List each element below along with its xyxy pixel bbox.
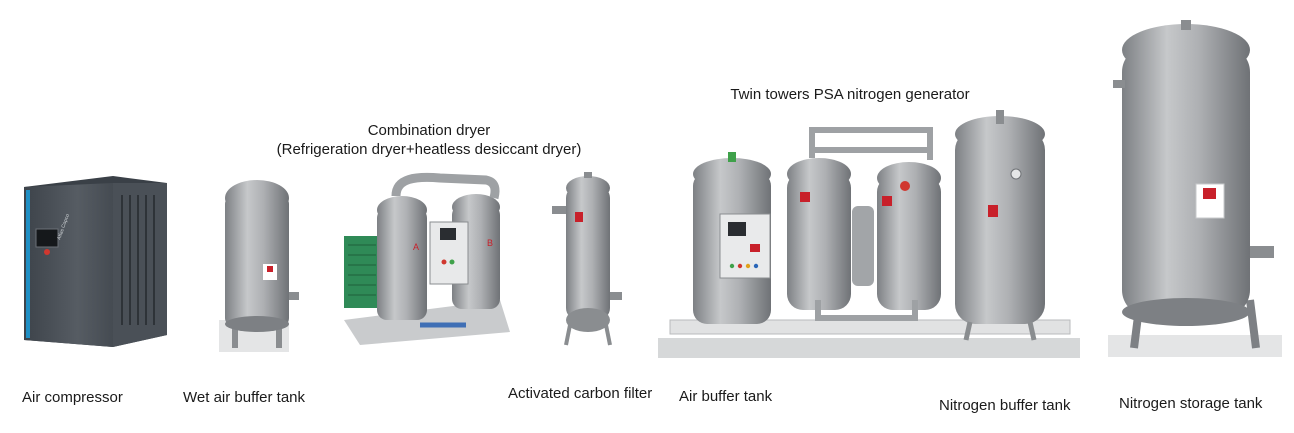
nitrogen-storage-tank (1108, 20, 1282, 357)
label-air-buffer-tank: Air buffer tank (679, 388, 773, 405)
combination-dryer-title-line1: Combination dryer (367, 122, 491, 139)
combination-dryer: A B (344, 172, 510, 345)
psa-generator-title: Twin towers PSA nitrogen generator (730, 86, 970, 103)
dryer-tower-b-label: B (487, 238, 493, 248)
nitrogen-buffer-tank-vessel (955, 110, 1045, 341)
combination-dryer-title-line2: (Refrigeration dryer+heatless desiccant … (276, 141, 582, 158)
label-air-compressor: Air compressor (22, 389, 123, 406)
dryer-tower-a-label: A (413, 242, 419, 252)
label-wet-air-buffer-tank: Wet air buffer tank (183, 389, 306, 406)
air-compressor: Atlas Copco (24, 176, 167, 347)
activated-carbon-filter (552, 172, 622, 346)
label-nitrogen-buffer-tank: Nitrogen buffer tank (939, 397, 1071, 414)
combination-dryer-title: Combination dryer (Refrigeration dryer+h… (248, 121, 610, 159)
wet-air-buffer-tank (219, 180, 299, 352)
psa-nitrogen-generator (658, 110, 1080, 358)
label-nitrogen-storage-tank: Nitrogen storage tank (1119, 395, 1263, 412)
label-activated-carbon-filter: Activated carbon filter (508, 385, 653, 402)
